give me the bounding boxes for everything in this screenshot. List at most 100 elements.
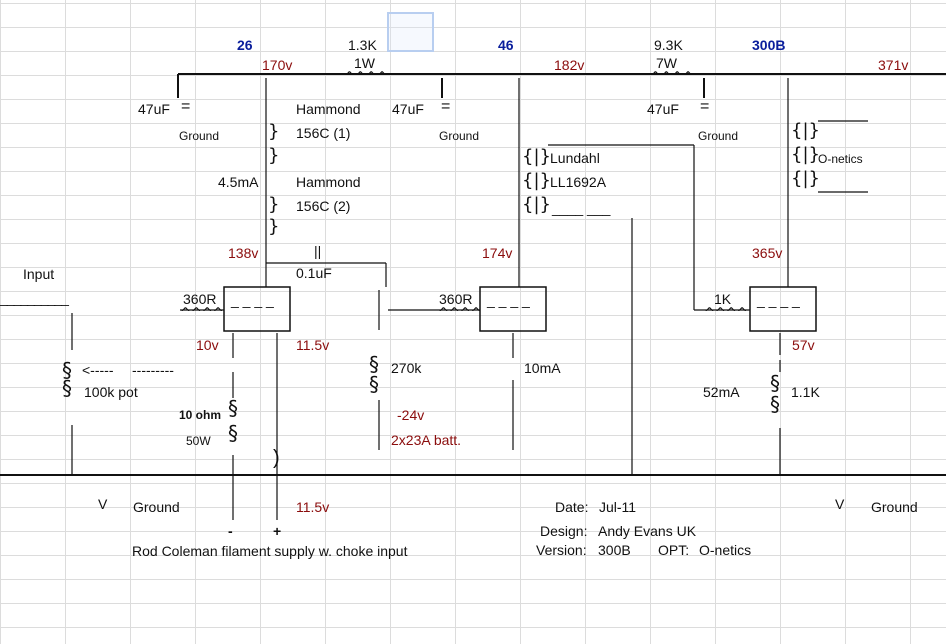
cathode-resistor-icon-2: § bbox=[228, 421, 238, 445]
stage2-heater: _ _ _ _ bbox=[487, 292, 530, 308]
hammond-2-coil-a: } bbox=[268, 194, 280, 215]
opt-brand: O-netics bbox=[818, 152, 863, 166]
hammond-2-model: 156C (2) bbox=[296, 198, 351, 214]
cap-1-value: 47uF bbox=[138, 101, 170, 117]
pot-wiper-arrow: <----- bbox=[82, 362, 114, 378]
stage2-plate-voltage: 174v bbox=[482, 245, 513, 261]
stage3-grid-resistor: 1K bbox=[714, 291, 732, 307]
grid-leak-resistor-icon-2: § bbox=[369, 372, 379, 396]
input-line: __________ bbox=[0, 290, 69, 306]
pot-wiper-dashes: --------- bbox=[132, 362, 174, 378]
lundahl-brand: Lundahl bbox=[550, 150, 600, 166]
coupling-cap-symbol: || bbox=[314, 243, 322, 259]
hammond-2-coil-b: } bbox=[268, 216, 280, 237]
input-pot-icon-2: § bbox=[62, 376, 72, 400]
stage1-plate-voltage: 138v bbox=[228, 245, 259, 261]
stage2-grid-resistor-symbol: ^^^^ bbox=[438, 306, 482, 321]
filament-supply-note: Rod Coleman filament supply w. choke inp… bbox=[132, 543, 408, 559]
stage1-grid-resistor: 360R bbox=[183, 291, 217, 307]
grid-leak-resistor-icon: § bbox=[369, 352, 379, 376]
input-pot-value: 100k pot bbox=[84, 384, 138, 400]
bias-battery-label: 2x23A batt. bbox=[391, 432, 462, 448]
supply-r2-symbol: ^^^^ bbox=[650, 70, 694, 85]
ground-label-right: Ground bbox=[871, 499, 918, 515]
cap-2-value: 47uF bbox=[392, 101, 424, 117]
stage1-grid-resistor-symbol: ^^^^ bbox=[180, 306, 224, 321]
cathode-resistor-icon: § bbox=[228, 396, 238, 420]
hammond-1-coil-b: } bbox=[268, 145, 280, 166]
opt-value: O-netics bbox=[699, 542, 752, 558]
stage3-heater: _ _ _ _ bbox=[757, 292, 800, 308]
design-value: Andy Evans UK bbox=[598, 523, 697, 539]
tube-label-46: 46 bbox=[498, 37, 514, 53]
version-label: Version: bbox=[536, 542, 587, 558]
lundahl-model: LL1692A bbox=[550, 174, 607, 190]
stage3-plate-voltage: 365v bbox=[752, 245, 783, 261]
stage2-current: 10mA bbox=[524, 360, 561, 376]
rail-voltage-2: 182v bbox=[554, 57, 585, 73]
cap-3-value: 47uF bbox=[647, 101, 679, 117]
lundahl-secondary-dashes: ____ ___ bbox=[552, 200, 611, 216]
stage1-bias-voltage: 11.5v bbox=[296, 337, 330, 353]
stage2-grid-resistor: 360R bbox=[439, 291, 473, 307]
cathode-resistor-value: 10 ohm bbox=[179, 408, 222, 422]
version-value: 300B bbox=[598, 542, 631, 558]
supply-r1-symbol: ^^^^ bbox=[344, 70, 388, 85]
opt-coil-c: {|} bbox=[791, 168, 820, 189]
cap-3-symbol: = bbox=[700, 98, 710, 115]
stage1-tube bbox=[223, 286, 291, 332]
hammond-1-brand: Hammond bbox=[296, 101, 361, 117]
stage3-cathode-voltage: 57v bbox=[792, 337, 815, 353]
supply-r2-value: 9.3K bbox=[654, 37, 683, 53]
hammond-2-brand: Hammond bbox=[296, 174, 361, 190]
cap-1-ground: Ground bbox=[179, 129, 220, 143]
rail-voltage-1: 170v bbox=[262, 57, 293, 73]
stage3-cathode-resistor: 1.1K bbox=[791, 384, 820, 400]
selected-cell[interactable] bbox=[387, 12, 434, 52]
opt-coil-b: {|} bbox=[791, 144, 820, 165]
date-value: Jul-11 bbox=[599, 499, 637, 515]
ground-arrow-left-icon: V bbox=[98, 496, 108, 512]
stage1-cathode-voltage: 10v bbox=[196, 337, 219, 353]
filament-minus: - bbox=[228, 523, 233, 539]
input-pot-icon: § bbox=[62, 358, 72, 382]
stage3-grid-resistor-symbol: ^^^^ bbox=[704, 306, 748, 321]
filament-plus: + bbox=[273, 523, 282, 539]
hammond-1-model: 156C (1) bbox=[296, 125, 351, 141]
filament-voltage: 11.5v bbox=[296, 499, 330, 515]
cathode-resistor-watt: 50W bbox=[186, 434, 211, 448]
supply-r2-watt: 7W bbox=[656, 55, 677, 71]
bias-battery-voltage: -24v bbox=[397, 407, 425, 423]
filament-choke-symbol: ) bbox=[273, 447, 280, 469]
stage3-tube bbox=[749, 286, 817, 332]
ground-arrow-right-icon: V bbox=[835, 496, 845, 512]
cap-1-symbol: = bbox=[181, 98, 191, 115]
input-label: Input bbox=[23, 266, 55, 282]
coupling-cap-value: 0.1uF bbox=[296, 265, 332, 281]
grid-leak-value: 270k bbox=[391, 360, 422, 376]
rail-voltage-3: 371v bbox=[878, 57, 909, 73]
stage2-tube bbox=[479, 286, 547, 332]
design-label: Design: bbox=[540, 523, 588, 539]
cap-2-ground: Ground bbox=[439, 129, 480, 143]
stage1-current: 4.5mA bbox=[218, 174, 259, 190]
lundahl-coil-b: {|} bbox=[522, 170, 551, 191]
cap-2-symbol: = bbox=[441, 98, 451, 115]
stage1-heater: _ _ _ _ bbox=[231, 292, 274, 308]
opt-coil-a: {|} bbox=[791, 120, 820, 141]
date-label: Date: bbox=[555, 499, 589, 515]
cap-3-ground: Ground bbox=[698, 129, 739, 143]
lundahl-coil-c: {|} bbox=[522, 194, 551, 215]
stage3-current: 52mA bbox=[703, 384, 740, 400]
stage3-cathode-resistor-icon-2: § bbox=[770, 392, 780, 416]
supply-r1-value: 1.3K bbox=[348, 37, 377, 53]
opt-label: OPT: bbox=[658, 542, 690, 558]
tube-label-26: 26 bbox=[237, 37, 253, 53]
stage3-cathode-resistor-icon: § bbox=[770, 371, 780, 395]
lundahl-coil-a: {|} bbox=[522, 146, 551, 167]
supply-r1-watt: 1W bbox=[354, 55, 375, 71]
tube-label-300b: 300B bbox=[752, 37, 786, 53]
ground-label-left: Ground bbox=[133, 499, 180, 515]
